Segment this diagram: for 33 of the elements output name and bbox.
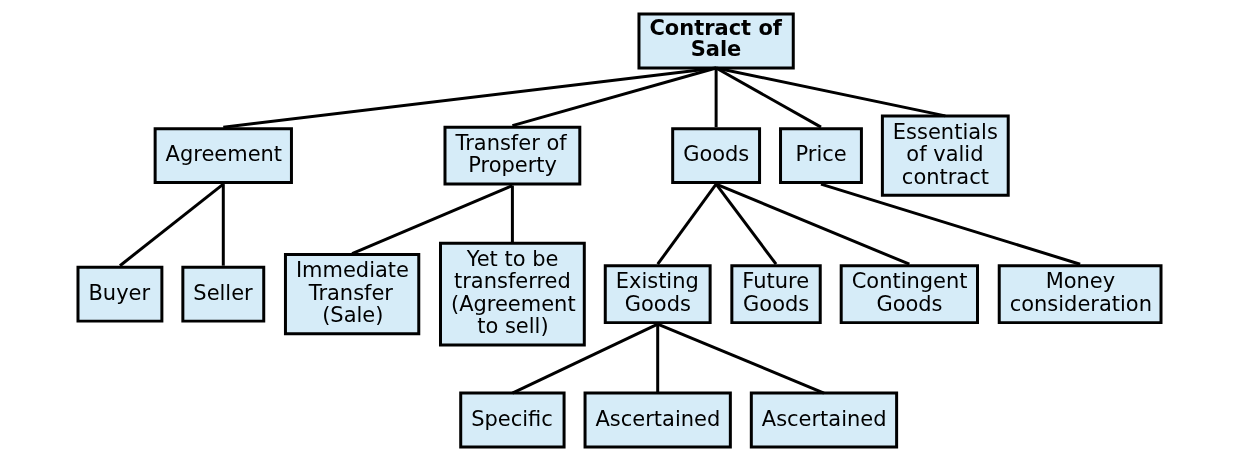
node-box: Ascertained bbox=[749, 391, 899, 449]
connector bbox=[715, 66, 822, 129]
node-box: Essentials of valid contract bbox=[880, 114, 1010, 197]
node-box: Money consideration bbox=[997, 264, 1163, 325]
connector bbox=[656, 183, 718, 266]
node-box: Contingent Goods bbox=[839, 264, 979, 325]
node-box: Seller bbox=[181, 265, 266, 323]
connector bbox=[221, 184, 225, 266]
node-box: Immediate Transfer (Sale) bbox=[283, 252, 421, 336]
node-box: Agreement bbox=[153, 127, 293, 185]
node-box: Yet to be transferred (Agreement to sell) bbox=[439, 241, 586, 347]
node-box: Buyer bbox=[76, 265, 164, 323]
connector bbox=[656, 324, 660, 394]
node-box: Specific bbox=[459, 391, 566, 449]
node-box: Transfer of Property bbox=[443, 125, 582, 186]
node-box: Price bbox=[779, 127, 863, 185]
connector bbox=[714, 183, 778, 266]
node-box: Contract of Sale bbox=[637, 12, 795, 70]
connector bbox=[715, 66, 946, 118]
node-box: Ascertained bbox=[583, 391, 732, 449]
connector bbox=[715, 182, 910, 266]
connector bbox=[510, 185, 514, 244]
connector bbox=[511, 322, 659, 395]
connector bbox=[714, 67, 718, 128]
connector bbox=[351, 184, 513, 256]
node-box: Existing Goods bbox=[603, 264, 712, 325]
connector bbox=[820, 182, 1081, 266]
connector bbox=[119, 182, 225, 267]
connector bbox=[223, 66, 717, 129]
connector bbox=[657, 322, 825, 395]
connector bbox=[512, 66, 717, 128]
node-box: Future Goods bbox=[730, 264, 822, 325]
node-box: Goods bbox=[671, 127, 762, 185]
